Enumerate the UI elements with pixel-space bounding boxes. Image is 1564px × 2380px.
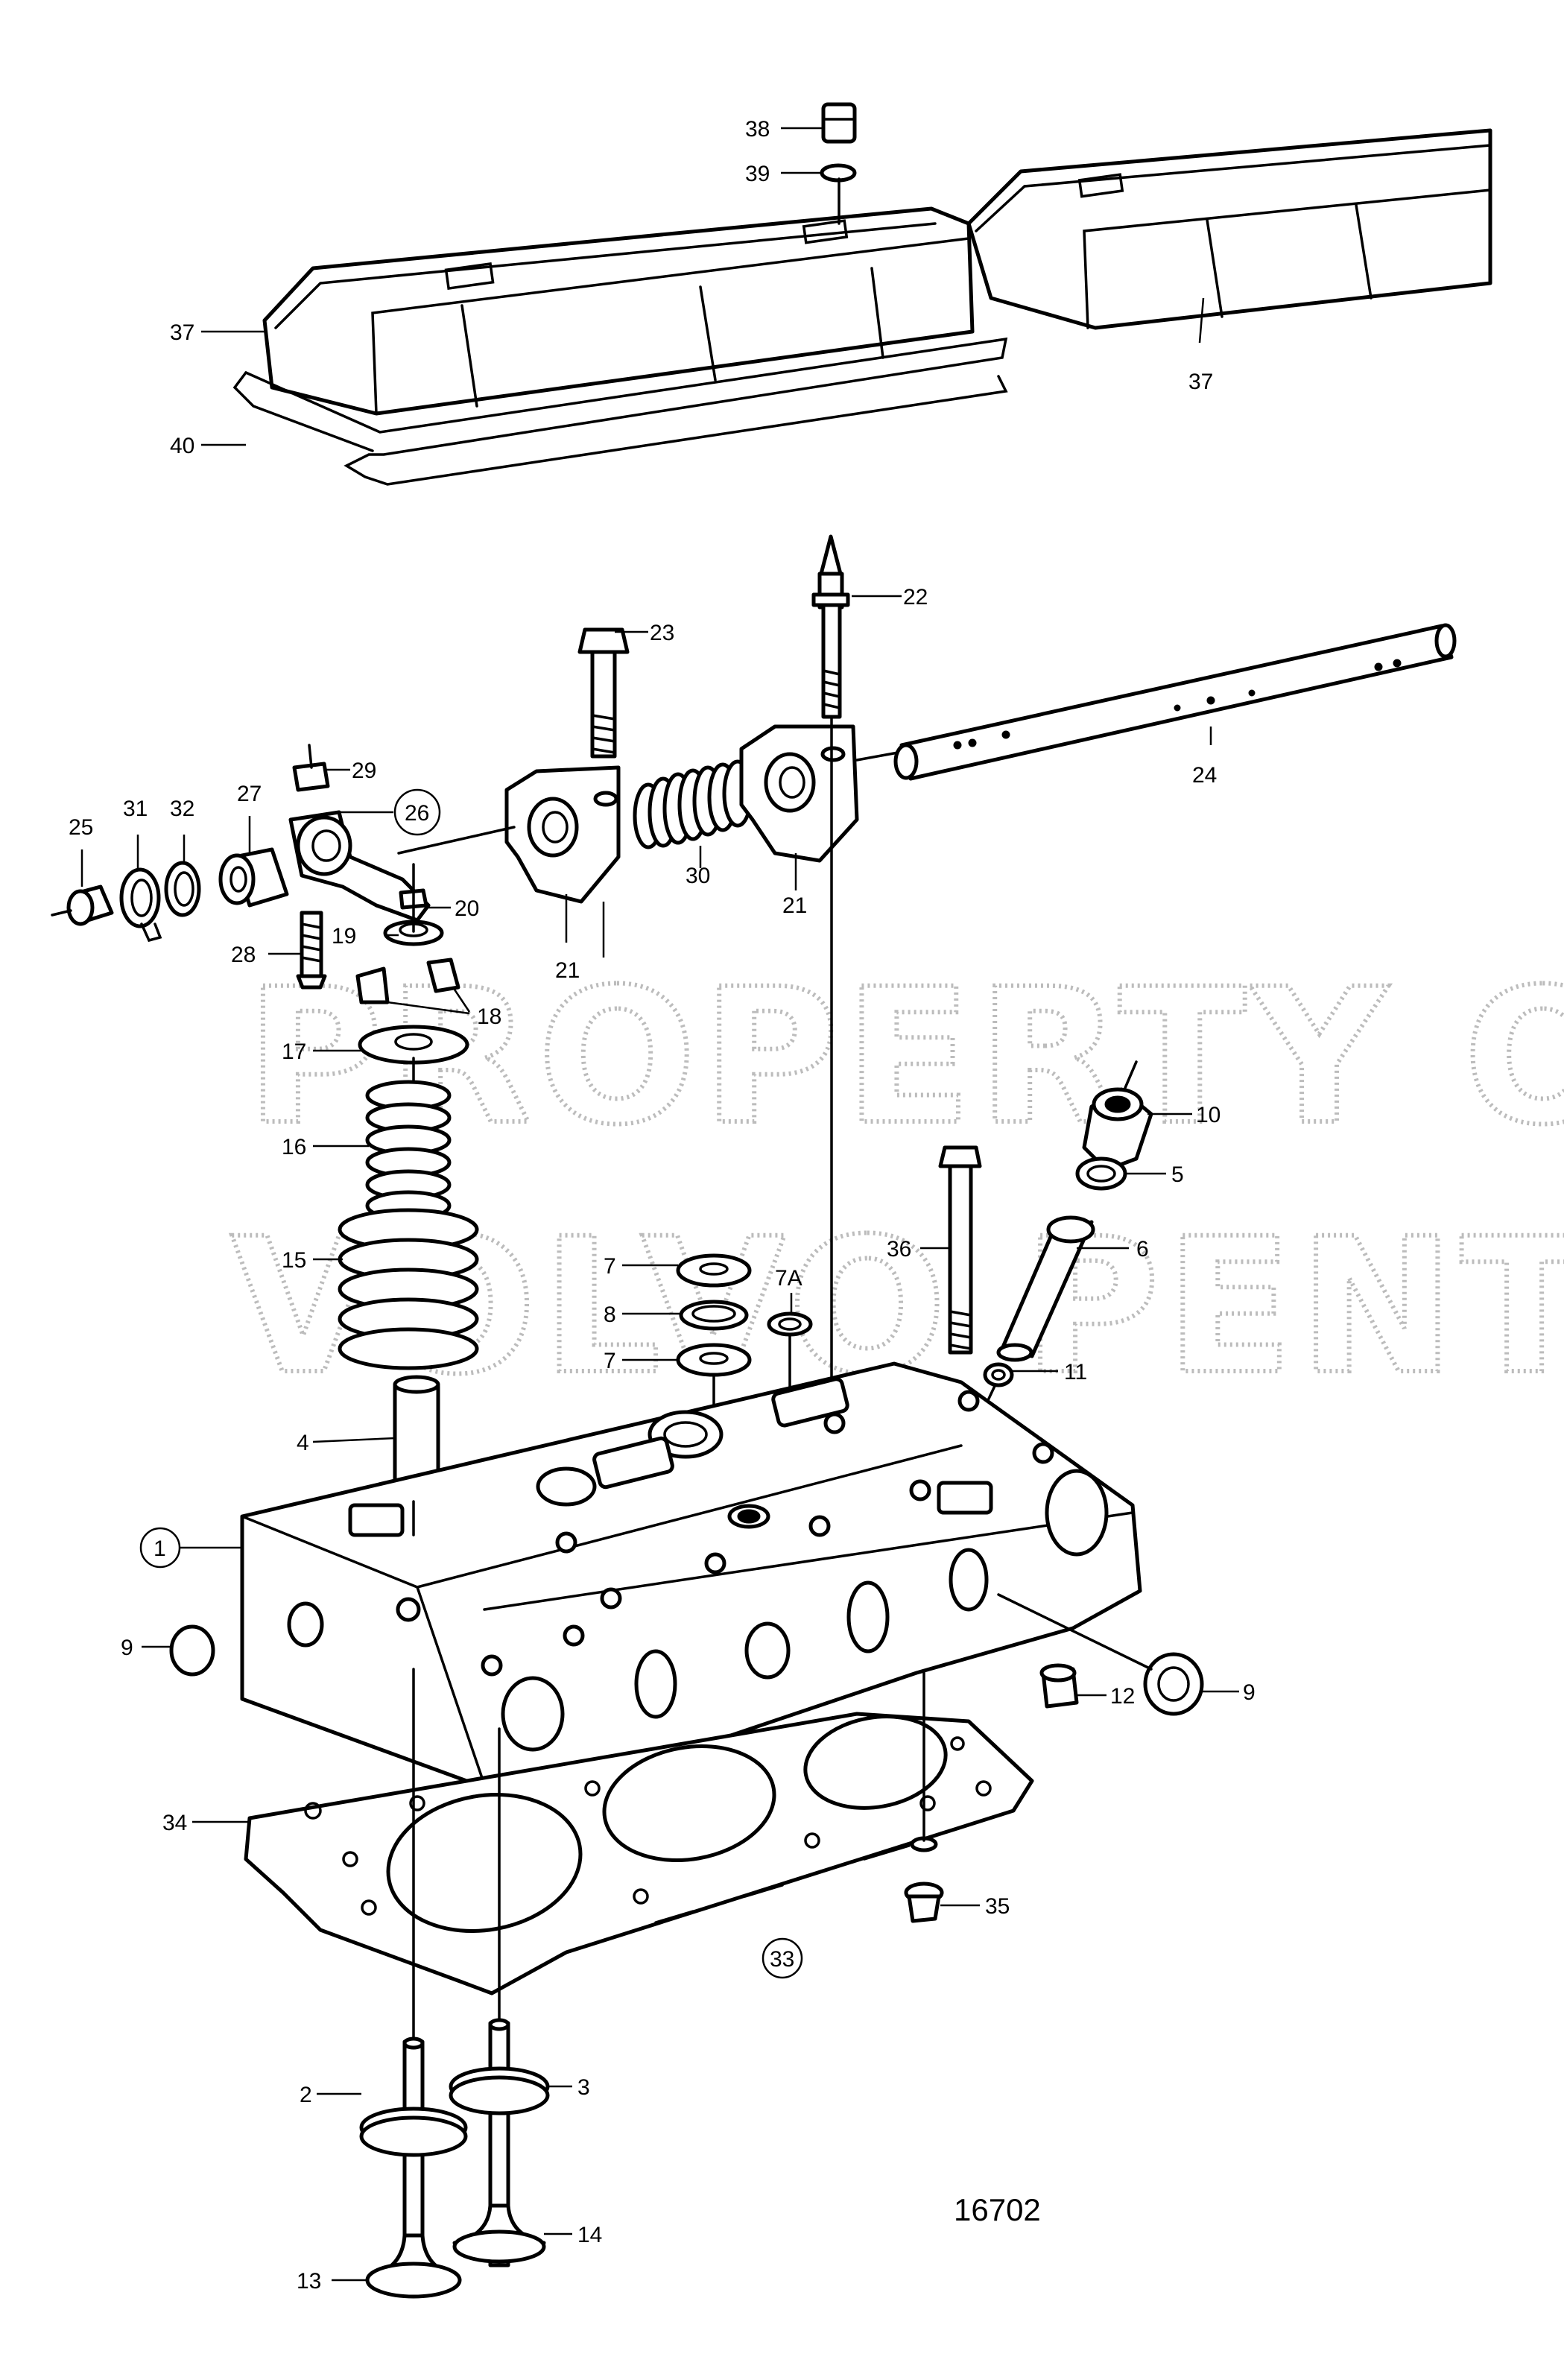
plug-axis-line bbox=[997, 1593, 1153, 1671]
callout-38: 38 bbox=[745, 117, 770, 142]
adjust-nut-29 bbox=[292, 744, 330, 792]
callout-13: 13 bbox=[297, 2269, 321, 2294]
leader-lines bbox=[80, 127, 1239, 2282]
callout-26: 26 bbox=[405, 801, 429, 826]
valve-spring-outer-15 bbox=[338, 1208, 479, 1370]
callout-25: 25 bbox=[69, 815, 93, 840]
plug-25 bbox=[51, 884, 114, 926]
callout-18: 18 bbox=[477, 1004, 501, 1029]
core-plug-9-left bbox=[169, 1624, 215, 1677]
callout-33: 33 bbox=[770, 1947, 794, 1972]
callout-37-left: 37 bbox=[170, 320, 194, 345]
valve-cover-right bbox=[966, 128, 1492, 330]
callout-30: 30 bbox=[686, 864, 710, 888]
callout-39: 39 bbox=[745, 162, 770, 186]
callout-21-left: 21 bbox=[555, 958, 580, 983]
rocker-bracket-21-right bbox=[739, 724, 859, 863]
callout-14: 14 bbox=[577, 2223, 602, 2247]
valve-14 bbox=[452, 2018, 546, 2267]
plug-12 bbox=[1039, 1663, 1079, 1709]
core-plug-9-right bbox=[1143, 1652, 1204, 1716]
callout-34: 34 bbox=[162, 1811, 187, 1835]
callout-17: 17 bbox=[282, 1039, 306, 1064]
callout-8: 8 bbox=[604, 1303, 616, 1327]
callout-40: 40 bbox=[170, 434, 194, 458]
valve-13 bbox=[365, 2036, 462, 2299]
callout-7-top: 7 bbox=[604, 1254, 616, 1279]
callout-2: 2 bbox=[300, 2083, 312, 2107]
o-ring-5 bbox=[1075, 1156, 1127, 1191]
callout-7-bottom: 7 bbox=[604, 1349, 616, 1373]
washer-32 bbox=[164, 861, 201, 917]
rocker-shaft-24 bbox=[893, 623, 1457, 781]
valve-seat-2 bbox=[359, 2107, 468, 2157]
circlip-31 bbox=[119, 867, 162, 943]
callout-3: 3 bbox=[577, 2075, 590, 2100]
washer-7-top bbox=[676, 1253, 752, 1288]
injector-sleeve-6 bbox=[996, 1215, 1095, 1362]
callout-16: 16 bbox=[282, 1135, 306, 1159]
cylinder-head-1 bbox=[240, 1361, 1142, 1802]
washer-7A bbox=[767, 1311, 813, 1337]
valve-axis-lines bbox=[412, 1668, 501, 2043]
callout-37-right: 37 bbox=[1188, 370, 1213, 394]
callout-15: 15 bbox=[282, 1248, 306, 1273]
callout-9-right: 9 bbox=[1243, 1680, 1256, 1705]
callout-12: 12 bbox=[1110, 1684, 1135, 1709]
valve-spring-inner-16 bbox=[365, 1080, 452, 1221]
shaft-axis-line bbox=[397, 826, 516, 855]
callout-7A: 7A bbox=[775, 1266, 802, 1291]
seal-ring-11 bbox=[983, 1362, 1014, 1387]
bolt-23 bbox=[577, 627, 630, 759]
callout-32: 32 bbox=[170, 797, 194, 821]
callout-5: 5 bbox=[1171, 1162, 1184, 1187]
callout-36: 36 bbox=[887, 1237, 911, 1262]
drawing-number: 16702 bbox=[954, 2192, 1041, 2227]
callout-19: 19 bbox=[332, 924, 356, 949]
bush-27 bbox=[218, 847, 289, 908]
callout-11: 11 bbox=[1064, 1360, 1087, 1384]
bolt-36 bbox=[938, 1145, 982, 1355]
callout-1-ring bbox=[139, 1527, 181, 1569]
callout-27: 27 bbox=[237, 782, 262, 806]
callout-29: 29 bbox=[352, 759, 376, 783]
bolt-22 bbox=[811, 534, 850, 719]
callout-22: 22 bbox=[903, 585, 928, 610]
callout-33-ring bbox=[762, 1937, 803, 1979]
cap-nut-38 bbox=[821, 102, 857, 144]
washer-7-bottom bbox=[676, 1343, 752, 1377]
callout-24: 24 bbox=[1192, 763, 1217, 788]
callout-28: 28 bbox=[231, 943, 256, 967]
adjust-screw-28 bbox=[296, 911, 327, 990]
callout-31: 31 bbox=[123, 797, 148, 821]
callout-35: 35 bbox=[985, 1894, 1010, 1919]
rocker-arm-26 bbox=[288, 810, 431, 922]
callout-9-left: 9 bbox=[121, 1636, 133, 1660]
callout-6: 6 bbox=[1136, 1237, 1149, 1262]
spring-30 bbox=[633, 759, 753, 849]
callouts: 38 39 37 37 40 22 23 24 29 26 25 31 32 2… bbox=[69, 117, 1256, 2294]
head-gasket-34 bbox=[244, 1712, 1034, 1996]
callout-1: 1 bbox=[153, 1536, 166, 1561]
watermark-line-1: PROPERTY OF bbox=[246, 949, 1564, 1165]
callout-26-ring bbox=[393, 788, 441, 836]
callout-21-right: 21 bbox=[782, 893, 807, 918]
sleeve-35 bbox=[904, 1836, 944, 1923]
shaft-axis-line-2 bbox=[855, 751, 899, 762]
valve-cover-gasket bbox=[232, 337, 1008, 486]
washer-8 bbox=[679, 1300, 749, 1331]
callout-20: 20 bbox=[455, 896, 479, 921]
callout-10: 10 bbox=[1196, 1103, 1221, 1127]
valve-seat-3 bbox=[449, 2066, 550, 2115]
sleeve-10 bbox=[1082, 1060, 1153, 1172]
callout-4: 4 bbox=[297, 1431, 309, 1455]
rocker-bracket-21-left bbox=[504, 765, 621, 904]
callout-23: 23 bbox=[650, 621, 674, 645]
valve-cover-left bbox=[262, 206, 975, 416]
